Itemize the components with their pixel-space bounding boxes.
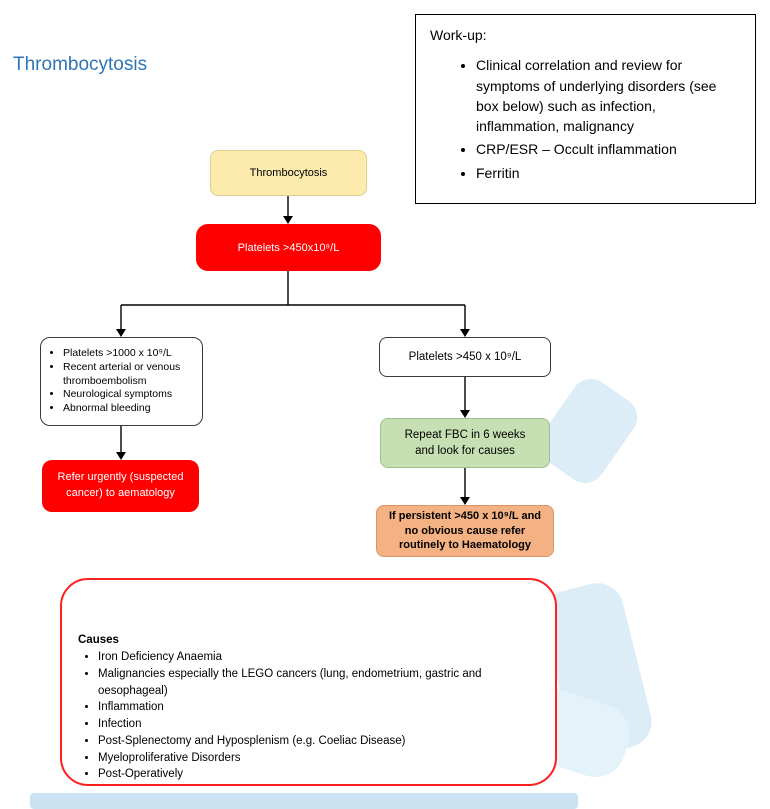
workup-item: CRP/ESR – Occult inflammation	[476, 139, 741, 159]
flow-urgent-criteria-node: Platelets >1000 x 10⁹/L Recent arterial …	[40, 337, 203, 426]
flow-persistent-refer-node: If persistent >450 x 10⁹/L and no obviou…	[376, 505, 554, 557]
flow-refer-urgent-node: Refer urgently (suspected cancer) to aem…	[42, 460, 199, 512]
workup-item: Ferritin	[476, 163, 741, 183]
urgent-criteria-list: Platelets >1000 x 10⁹/L Recent arterial …	[49, 347, 196, 416]
page-title: Thrombocytosis	[13, 54, 148, 75]
causes-item: Post-Operatively	[98, 766, 539, 783]
workup-heading: Work-up:	[430, 27, 487, 43]
flow-platelets-threshold-node: Platelets >450x10⁹/L	[196, 224, 381, 271]
connector-arrowheads	[116, 216, 470, 505]
causes-item: Infection	[98, 716, 539, 733]
urgent-criteria-item: Neurological symptoms	[63, 388, 196, 402]
urgent-criteria-item: Platelets >1000 x 10⁹/L	[63, 347, 196, 361]
causes-panel: Causes Iron Deficiency Anaemia Malignanc…	[60, 578, 557, 786]
workup-panel: Work-up: Clinical correlation and review…	[415, 14, 756, 204]
connector-lines	[120, 196, 466, 498]
causes-item: Iron Deficiency Anaemia	[98, 649, 539, 666]
causes-item: Post-Splenectomy and Hyposplenism (e.g. …	[98, 733, 539, 750]
workup-list: Clinical correlation and review for symp…	[430, 55, 741, 183]
causes-item: Inflammation	[98, 699, 539, 716]
urgent-criteria-item: Abnormal bleeding	[63, 402, 196, 416]
causes-item: Malignancies especially the LEGO cancers…	[98, 666, 539, 700]
flow-start-node: Thrombocytosis	[210, 150, 367, 196]
flow-routine-criteria-node: Platelets >450 x 10⁹/L	[379, 337, 551, 377]
watermark-shape	[30, 793, 578, 809]
flow-repeat-fbc-node: Repeat FBC in 6 weeks and look for cause…	[380, 418, 550, 468]
causes-heading: Causes	[78, 634, 119, 646]
causes-item: Myeloproliferative Disorders	[98, 750, 539, 767]
workup-item: Clinical correlation and review for symp…	[476, 55, 741, 136]
urgent-criteria-item: Recent arterial or venous thromboembolis…	[63, 361, 196, 389]
causes-list: Iron Deficiency Anaemia Malignancies esp…	[78, 649, 539, 783]
